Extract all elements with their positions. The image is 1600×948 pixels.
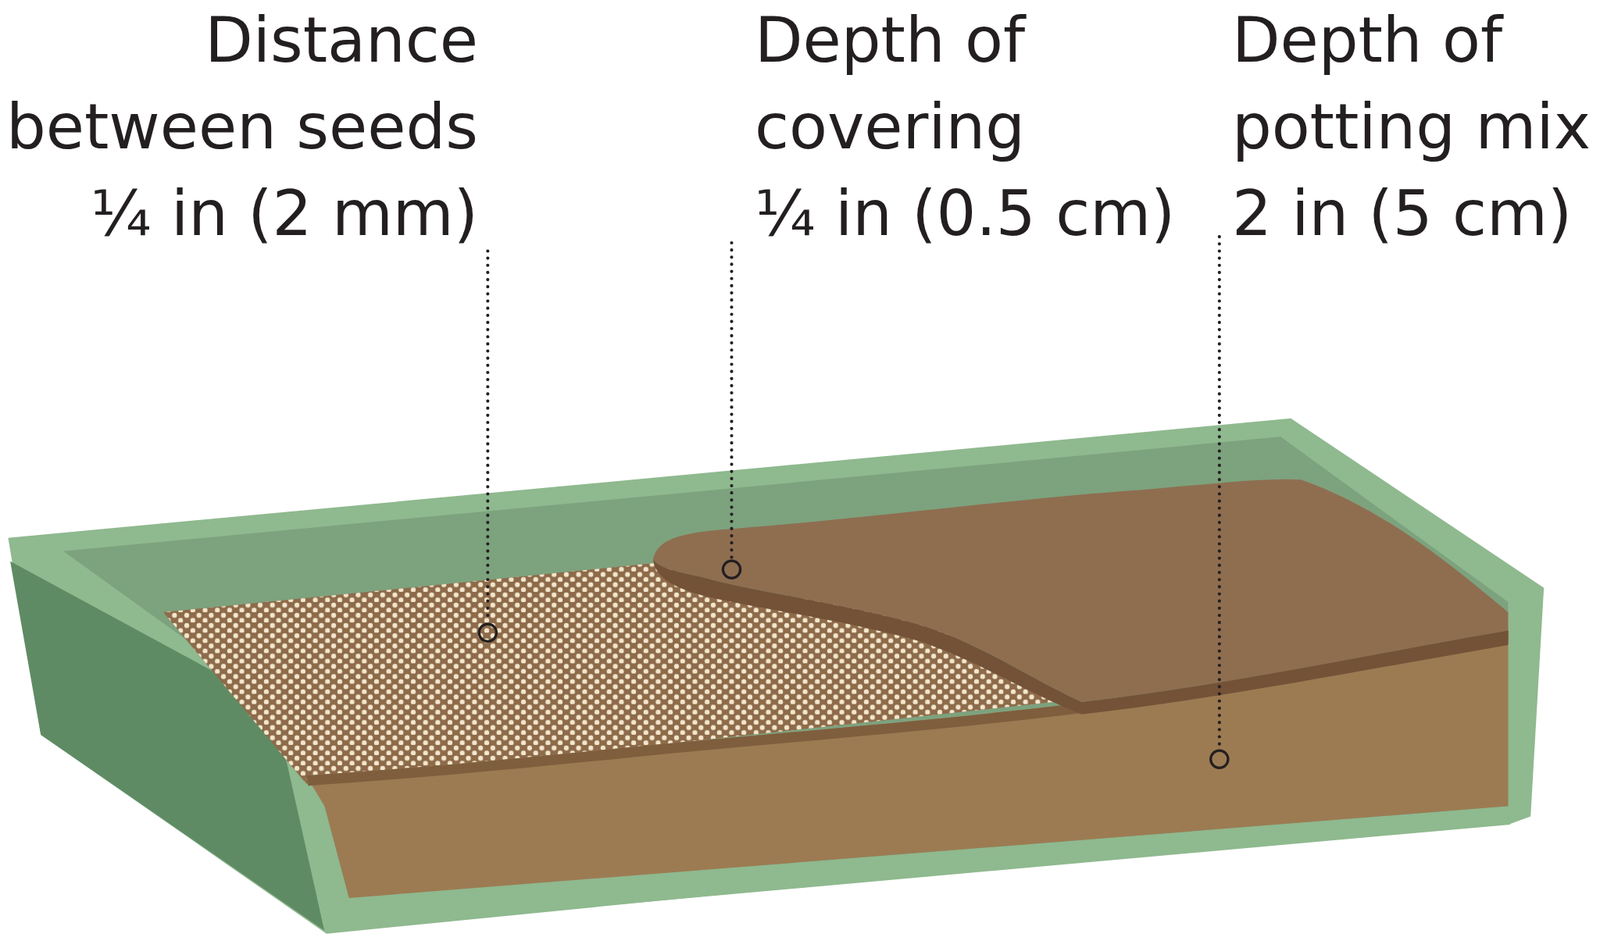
label-line: covering (754, 83, 1175, 171)
label-line: Depth of (1232, 0, 1591, 84)
label-line: between seeds (6, 83, 479, 171)
leader-marker (1210, 750, 1229, 768)
label-line: Depth of (754, 0, 1175, 84)
label-line: potting mix (1232, 83, 1591, 171)
leader-marker (722, 560, 740, 579)
label-line: ¼ in (0.5 cm) (754, 170, 1175, 258)
leader-line (485, 250, 490, 623)
leader-lines (478, 236, 1229, 768)
tray-rim (7, 418, 1544, 935)
tray-right-cut (1507, 588, 1544, 825)
leader-line (1217, 236, 1222, 750)
callout-label: Depth of potting mix 2 in (5 cm) (1232, 0, 1591, 258)
label-line: ¼ in (2 mm) (6, 170, 479, 258)
callout-label: Depth of covering ¼ in (0.5 cm) (754, 0, 1175, 258)
callout-label: Distance between seeds ¼ in (2 mm) (6, 0, 479, 258)
label-line: Distance (6, 0, 479, 84)
leader-marker (478, 624, 497, 642)
covering-edge (653, 559, 1509, 715)
label-line: 2 in (5 cm) (1232, 170, 1591, 258)
covering-layer (653, 479, 1509, 703)
leader-line (729, 242, 733, 560)
